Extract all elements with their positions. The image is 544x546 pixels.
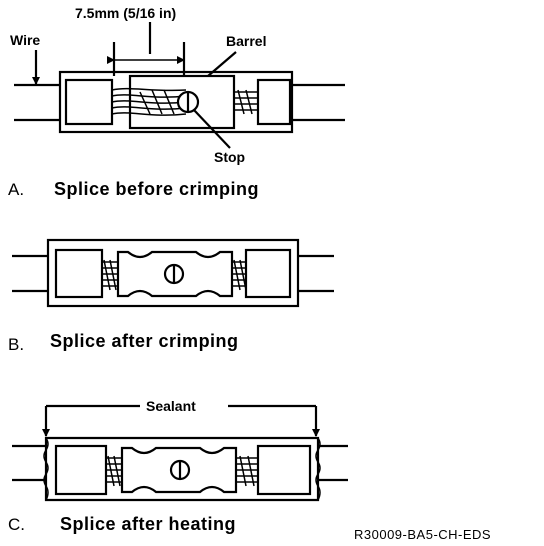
panel-b-letter: B. (8, 335, 24, 354)
wire-strands-right (234, 89, 258, 115)
panel-c-splice-after-heating: Sealant C. Splice after heating (8, 398, 348, 534)
barrel-label: Barrel (226, 33, 266, 49)
dimension-label: 7.5mm (5/16 in) (75, 5, 176, 21)
panel-b-splice-after-crimping: B. Splice after crimping (8, 238, 334, 354)
panel-b-caption: Splice after crimping (50, 331, 239, 351)
wire-label: Wire (10, 32, 40, 48)
panel-a-splice-before-crimping: 7.5mm (5/16 in) Wire Barrel Stop A. Spli… (8, 5, 345, 199)
reference-code: R30009-BA5-CH-EDS (354, 527, 491, 542)
panel-c-letter: C. (8, 515, 25, 534)
panel-a-letter: A. (8, 180, 24, 199)
panel-a-caption: Splice before crimping (54, 179, 259, 199)
sealant-label: Sealant (146, 398, 196, 414)
wire-strands-left (111, 87, 187, 116)
stop-label: Stop (214, 149, 245, 165)
panel-c-caption: Splice after heating (60, 514, 236, 534)
